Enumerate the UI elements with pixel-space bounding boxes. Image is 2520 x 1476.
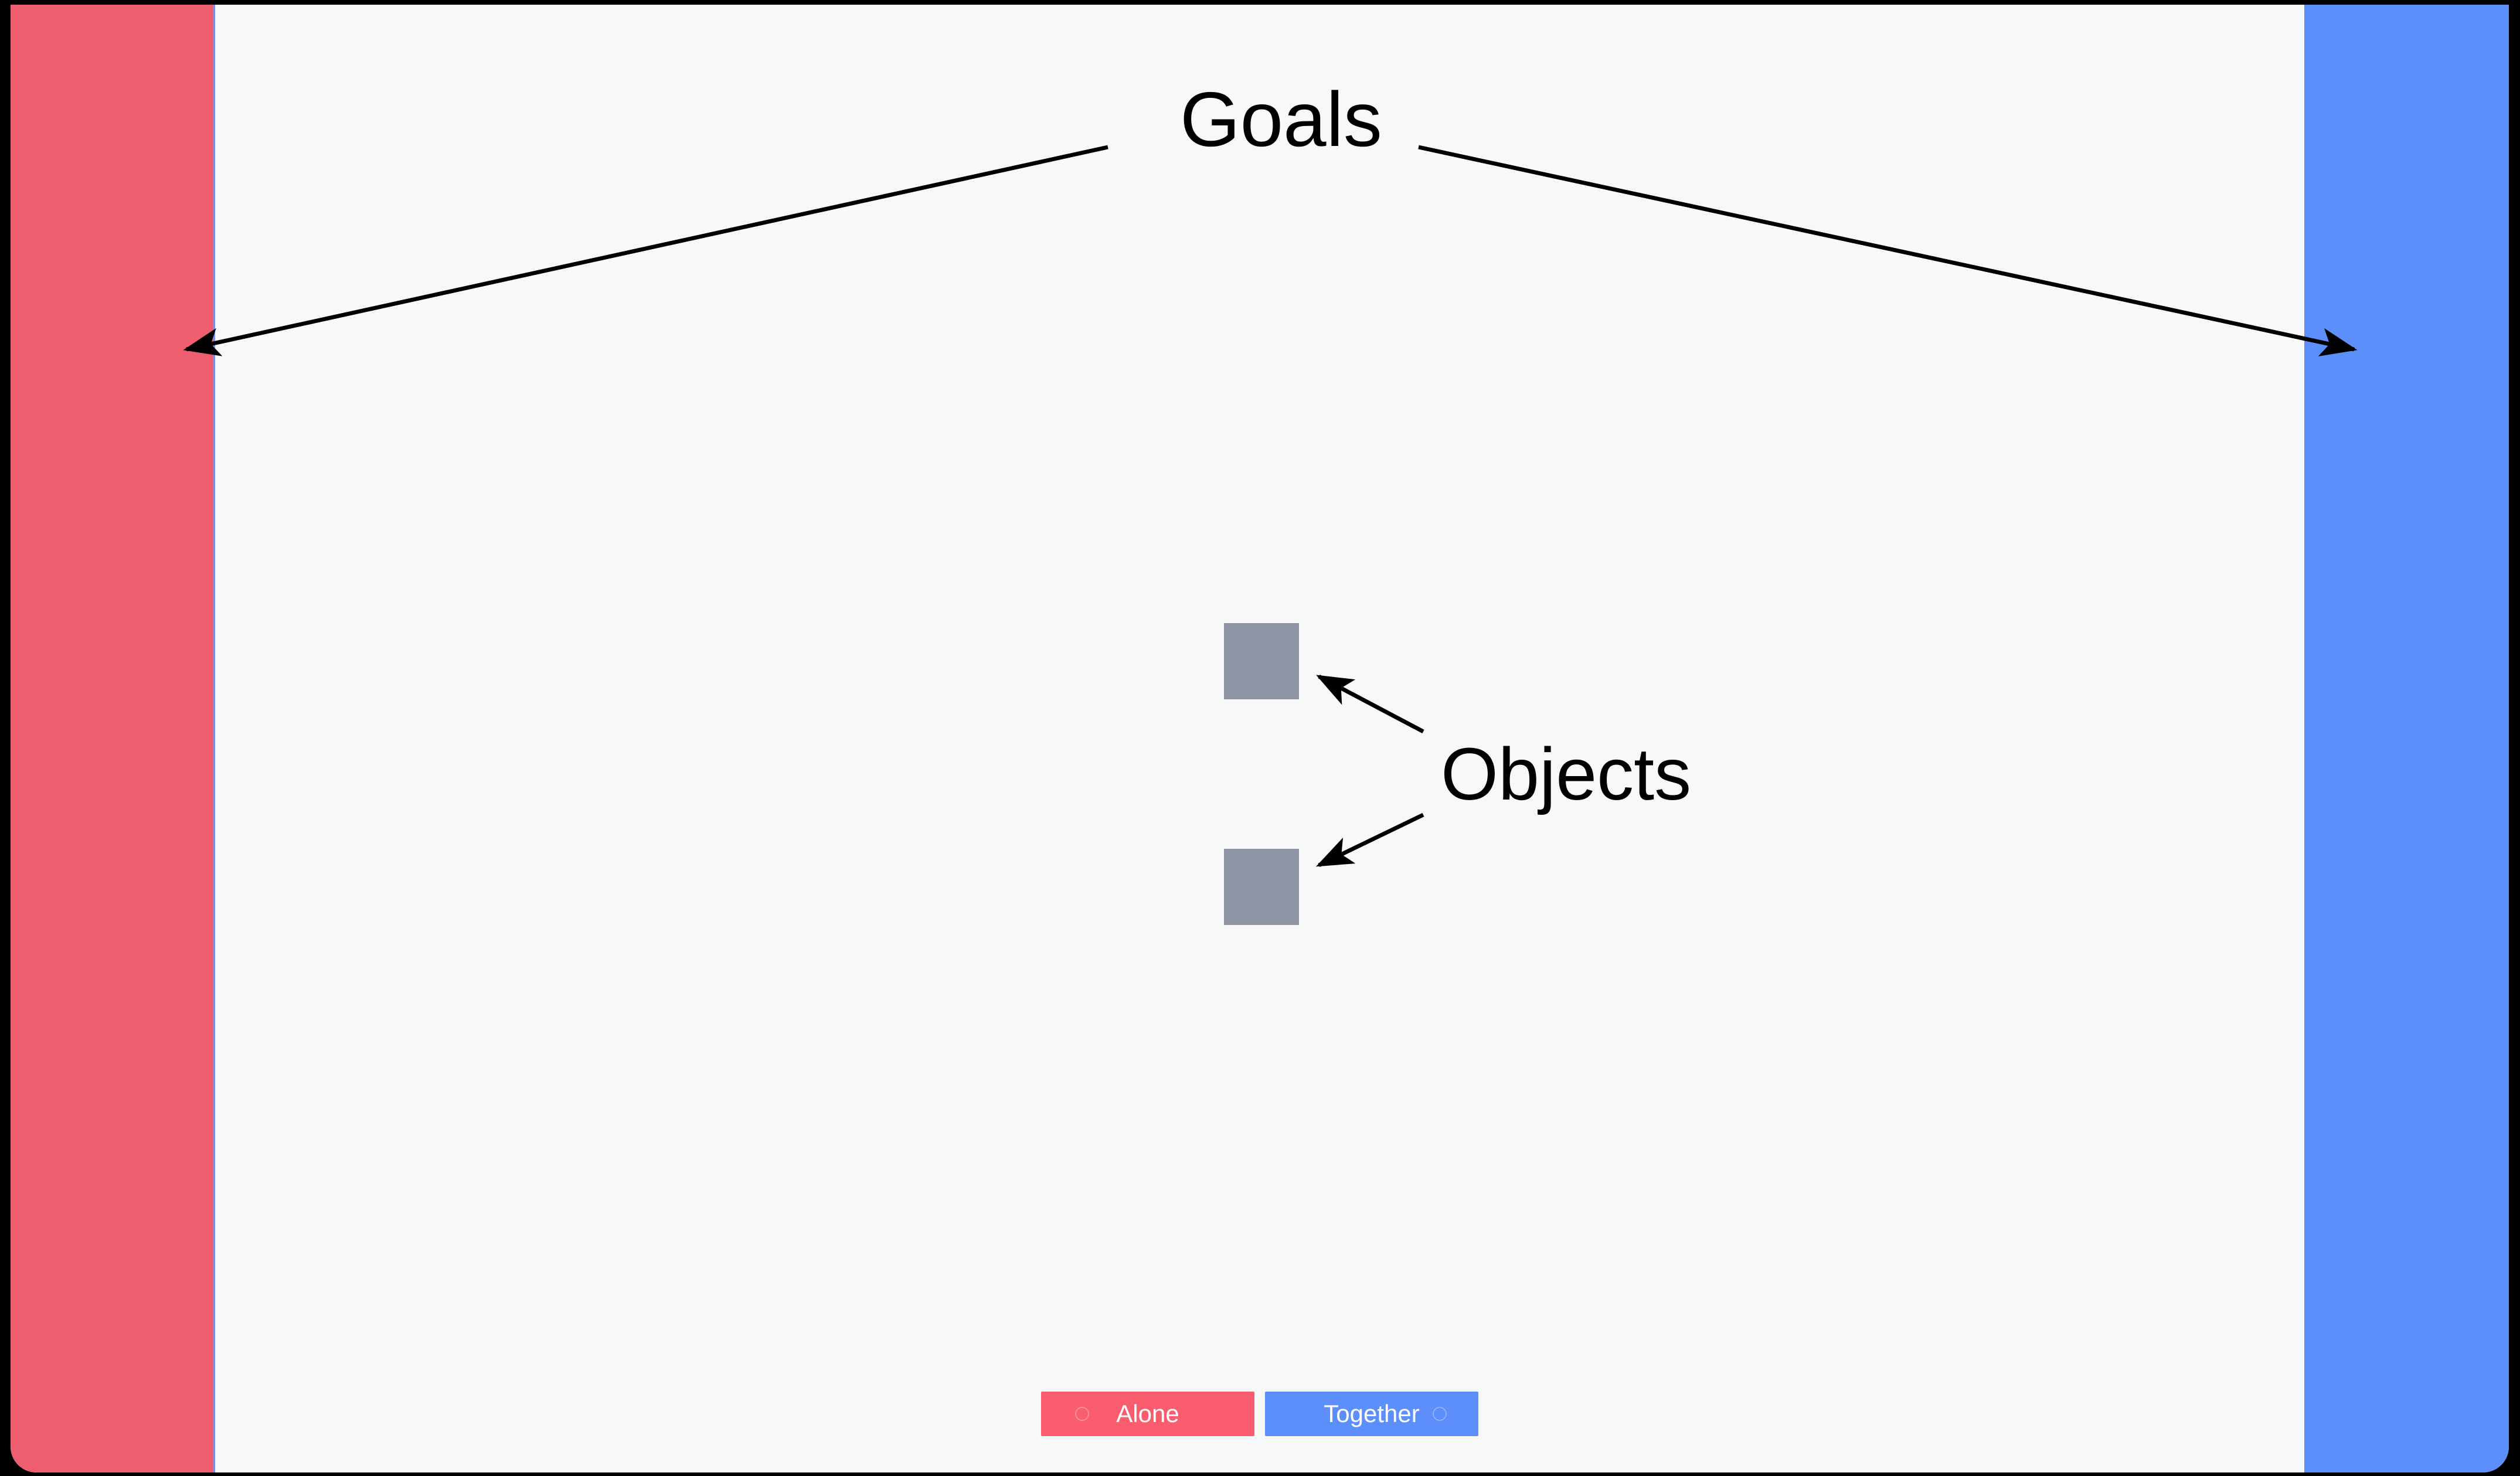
- goal-zone-red[interactable]: [11, 5, 215, 1472]
- alone-button[interactable]: Alone: [1041, 1392, 1254, 1436]
- goal-zone-blue[interactable]: [2304, 5, 2509, 1472]
- together-ripple-icon: [1433, 1407, 1447, 1421]
- together-button[interactable]: Together: [1265, 1392, 1478, 1436]
- mode-control-bar: Alone Together: [11, 1392, 2509, 1436]
- annotation-arrows: [183, 145, 2358, 868]
- arrow-objects-top: [1316, 674, 1424, 734]
- object-square-bottom[interactable]: [1224, 849, 1299, 925]
- arrow-objects-bottom: [1315, 812, 1424, 868]
- alone-ripple-icon: [1075, 1407, 1089, 1421]
- arrow-goals-right: [1418, 145, 2358, 356]
- arrow-goals-left: [183, 145, 1108, 356]
- game-arena: Goals Objects Alone Together: [11, 5, 2509, 1472]
- object-square-top[interactable]: [1224, 623, 1299, 699]
- alone-button-label: Alone: [1116, 1400, 1179, 1427]
- objects-annotation-label: Objects: [1441, 733, 1692, 815]
- goals-annotation-label: Goals: [1180, 76, 1382, 162]
- together-button-label: Together: [1324, 1400, 1420, 1427]
